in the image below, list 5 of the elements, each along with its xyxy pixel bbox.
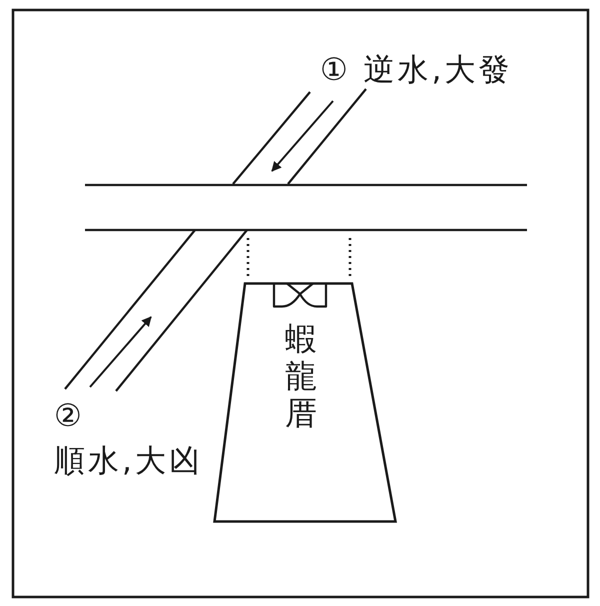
- annotation: ① 逆水,大發: [320, 52, 512, 88]
- node-label: 蝦龍厝: [284, 321, 318, 432]
- trapezoid-box: [213, 282, 397, 523]
- annotation: ②: [54, 398, 85, 434]
- annotation: 順水,大凶: [54, 443, 203, 479]
